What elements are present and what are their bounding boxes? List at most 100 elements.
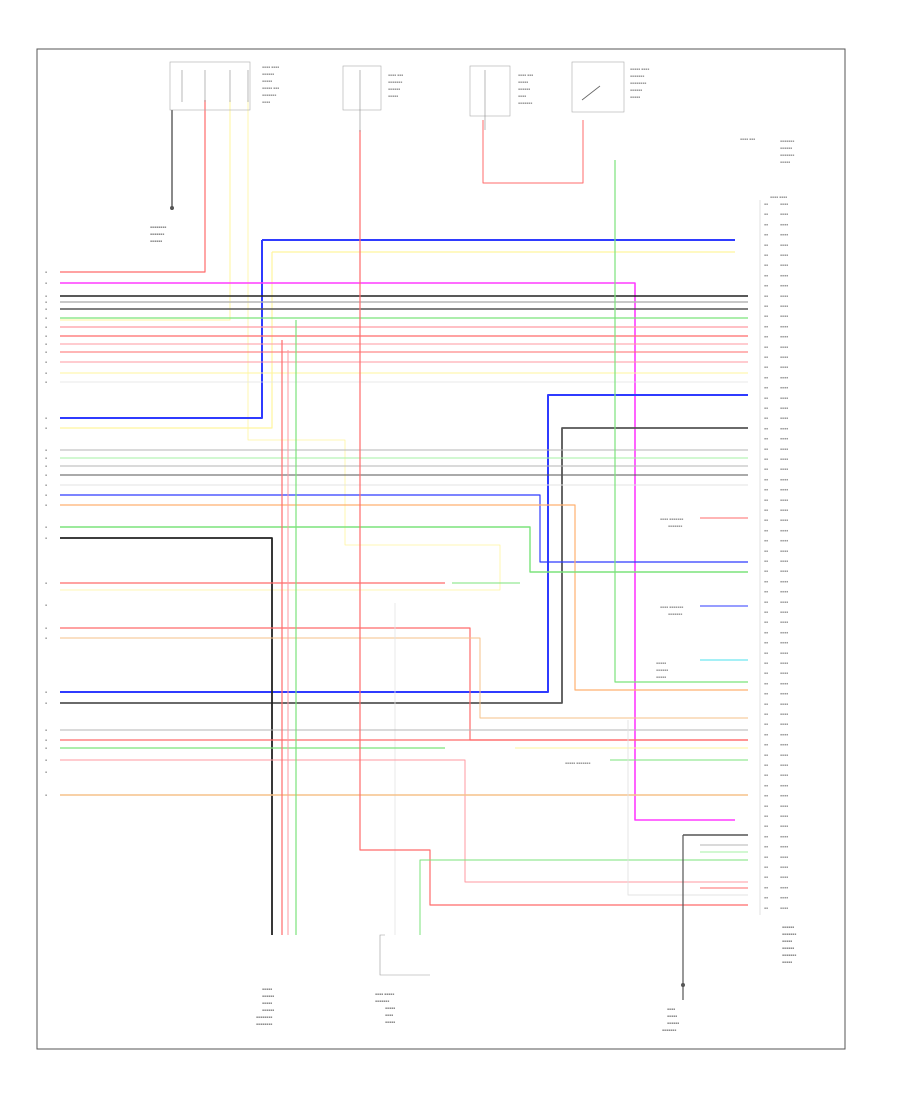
wire-fuel-sensor-yellow-2 — [60, 100, 501, 591]
wire-pink-760 — [60, 759, 748, 883]
svg-text:▪▪▪▪▪: ▪▪▪▪▪ — [262, 79, 272, 83]
svg-text:▪▪▪▪▪▪▪: ▪▪▪▪▪▪▪ — [780, 139, 794, 143]
ecm-pin-label: ▪▪ — [764, 651, 768, 655]
ecm-connector-block: ▪▪▪▪▪▪▪▪▪▪▪▪▪▪▪▪▪▪▪▪▪▪▪▪▪▪▪▪▪▪▪▪▪▪▪▪▪▪▪▪… — [759, 200, 788, 915]
ecm-pin-name: ▪▪▪▪ — [780, 498, 788, 502]
ecm-pin-label: ▪▪ — [764, 498, 768, 502]
svg-text:▪▪▪▪: ▪▪▪▪ — [518, 94, 526, 98]
ecm-pin-name: ▪▪▪▪ — [780, 702, 788, 706]
ecm-pin-label: ▪▪ — [764, 386, 768, 390]
ecm-pin-label: ▪▪ — [764, 447, 768, 451]
ecm-pin-name: ▪▪▪▪ — [780, 518, 788, 522]
ecm-pin-name: ▪▪▪▪ — [780, 579, 788, 583]
ecm-pin-label: ▪▪ — [764, 488, 768, 492]
svg-text:▪▪▪▪▪ ▪▪▪: ▪▪▪▪▪ ▪▪▪ — [262, 86, 279, 90]
ecm-pin-label: ▪▪ — [764, 324, 768, 328]
ecm-pin-label: ▪▪ — [764, 692, 768, 696]
ecm-pin-label: ▪▪ — [764, 773, 768, 777]
left-pin-number: ▪ — [45, 294, 47, 298]
ecm-pin-label: ▪▪ — [764, 722, 768, 726]
wire-blue-left — [60, 240, 263, 419]
ecm-pin-label: ▪▪ — [764, 671, 768, 675]
ecm-pin-name: ▪▪▪▪ — [780, 773, 788, 777]
ecm-pin-name: ▪▪▪▪ — [780, 263, 788, 267]
ecm-pin-label: ▪▪ — [764, 610, 768, 614]
ecm-pin-name: ▪▪▪▪ — [780, 212, 788, 216]
svg-text:▪▪▪▪: ▪▪▪▪ — [667, 1007, 675, 1011]
svg-text:▪▪▪▪▪▪: ▪▪▪▪▪▪ — [667, 1021, 679, 1025]
sensor-component-3: ▪▪▪▪ ▪▪▪▪▪▪▪▪▪▪▪▪▪▪▪▪▪▪▪▪▪▪▪▪▪ — [469, 65, 533, 130]
svg-text:▪▪▪▪ ▪▪▪: ▪▪▪▪ ▪▪▪ — [740, 137, 755, 141]
ecm-pin-label: ▪▪ — [764, 355, 768, 359]
wire-fuel-sensor-yellow — [60, 100, 231, 321]
ecm-pin-label: ▪▪ — [764, 814, 768, 818]
svg-text:▪▪▪▪▪▪: ▪▪▪▪▪▪ — [782, 946, 794, 950]
svg-text:▪▪▪▪▪▪▪: ▪▪▪▪▪▪▪ — [668, 524, 682, 528]
ecm-pin-name: ▪▪▪▪ — [780, 875, 788, 879]
left-pin-number: ▪ — [45, 464, 47, 468]
ecm-pin-label: ▪▪ — [764, 855, 768, 859]
ecm-pin-label: ▪▪ — [764, 335, 768, 339]
svg-text:▪▪▪▪▪: ▪▪▪▪▪ — [385, 1006, 395, 1010]
ecm-pin-name: ▪▪▪▪ — [780, 600, 788, 604]
ecm-pin-name: ▪▪▪▪ — [780, 630, 788, 634]
ecm-pin-name: ▪▪▪▪ — [780, 488, 788, 492]
left-pin-number: ▪ — [45, 503, 47, 507]
svg-text:▪▪▪▪▪▪: ▪▪▪▪▪▪ — [518, 87, 530, 91]
ecm-pin-label: ▪▪ — [764, 906, 768, 910]
ecm-pin-name: ▪▪▪▪ — [780, 396, 788, 400]
ecm-pin-label: ▪▪ — [764, 273, 768, 277]
ecm-pin-label: ▪▪ — [764, 579, 768, 583]
left-pin-number: ▪ — [45, 380, 47, 384]
ecm-pin-name: ▪▪▪▪ — [780, 569, 788, 573]
svg-text:▪▪▪▪▪▪: ▪▪▪▪▪▪ — [262, 1008, 274, 1012]
ecm-pin-name: ▪▪▪▪ — [780, 365, 788, 369]
ecm-pin-name: ▪▪▪▪ — [780, 467, 788, 471]
ecm-pin-label: ▪▪ — [764, 437, 768, 441]
ecm-pin-label: ▪▪ — [764, 845, 768, 849]
wire-green-mid — [60, 526, 748, 573]
ecm-pin-name: ▪▪▪▪ — [780, 885, 788, 889]
left-pin-number: ▪ — [45, 307, 47, 311]
left-pin-number: ▪ — [45, 746, 47, 750]
left-connector-pins: ▪▪▪▪▪▪▪▪▪▪▪▪▪▪▪▪▪▪▪▪▪▪▪▪▪▪▪▪▪▪▪▪▪▪▪▪ — [45, 270, 47, 797]
ecm-pin-name: ▪▪▪▪ — [780, 528, 788, 532]
left-pin-number: ▪ — [45, 603, 47, 607]
left-pin-number: ▪ — [45, 334, 47, 338]
ecm-pin-label: ▪▪ — [764, 518, 768, 522]
wire-black-right — [60, 427, 748, 704]
wires-layer — [60, 100, 748, 935]
ecm-pin-label: ▪▪ — [764, 794, 768, 798]
ecm-pin-label: ▪▪ — [764, 294, 768, 298]
left-pin-number: ▪ — [45, 483, 47, 487]
svg-text:▪▪▪▪▪▪▪▪: ▪▪▪▪▪▪▪▪ — [150, 225, 166, 229]
wire-tan-638 — [60, 637, 748, 719]
ecm-pin-name: ▪▪▪▪ — [780, 426, 788, 430]
left-pin-number: ▪ — [45, 281, 47, 285]
ecm-pin-label: ▪▪ — [764, 590, 768, 594]
ground-bottom: ▪▪▪▪▪▪▪▪▪▪▪▪▪▪▪▪▪▪▪▪▪▪ — [662, 835, 685, 1032]
ecm-pin-label: ▪▪ — [764, 202, 768, 206]
svg-text:▪▪▪▪▪▪▪: ▪▪▪▪▪▪▪ — [150, 232, 164, 236]
left-pin-number: ▪ — [45, 371, 47, 375]
ecm-pin-label: ▪▪ — [764, 345, 768, 349]
ecm-pin-name: ▪▪▪▪ — [780, 845, 788, 849]
svg-text:▪▪▪▪▪: ▪▪▪▪▪ — [518, 80, 528, 84]
ecm-pin-name: ▪▪▪▪ — [780, 222, 788, 226]
svg-text:▪▪▪▪▪▪: ▪▪▪▪▪▪ — [262, 72, 274, 76]
left-pin-number: ▪ — [45, 636, 47, 640]
ecm-pin-name: ▪▪▪▪ — [780, 814, 788, 818]
ecm-pin-label: ▪▪ — [764, 865, 768, 869]
ecm-pin-name: ▪▪▪▪ — [780, 651, 788, 655]
sensor-bottom-1: ▪▪▪▪▪▪▪▪▪▪▪▪▪▪▪▪▪▪▪▪▪▪▪▪▪▪▪▪▪▪▪▪▪▪▪▪▪▪ — [256, 987, 274, 1026]
ecm-pin-label: ▪▪ — [764, 233, 768, 237]
ecm-pin-label: ▪▪ — [764, 783, 768, 787]
svg-text:▪▪▪▪▪▪▪: ▪▪▪▪▪▪▪ — [518, 101, 532, 105]
svg-text:▪▪▪▪▪: ▪▪▪▪▪ — [262, 987, 272, 991]
ecm-pin-label: ▪▪ — [764, 743, 768, 747]
ecm-pin-name: ▪▪▪▪ — [780, 386, 788, 390]
ecm-pin-name: ▪▪▪▪ — [780, 671, 788, 675]
ecm-pin-name: ▪▪▪▪ — [780, 355, 788, 359]
ecm-pin-label: ▪▪ — [764, 284, 768, 288]
